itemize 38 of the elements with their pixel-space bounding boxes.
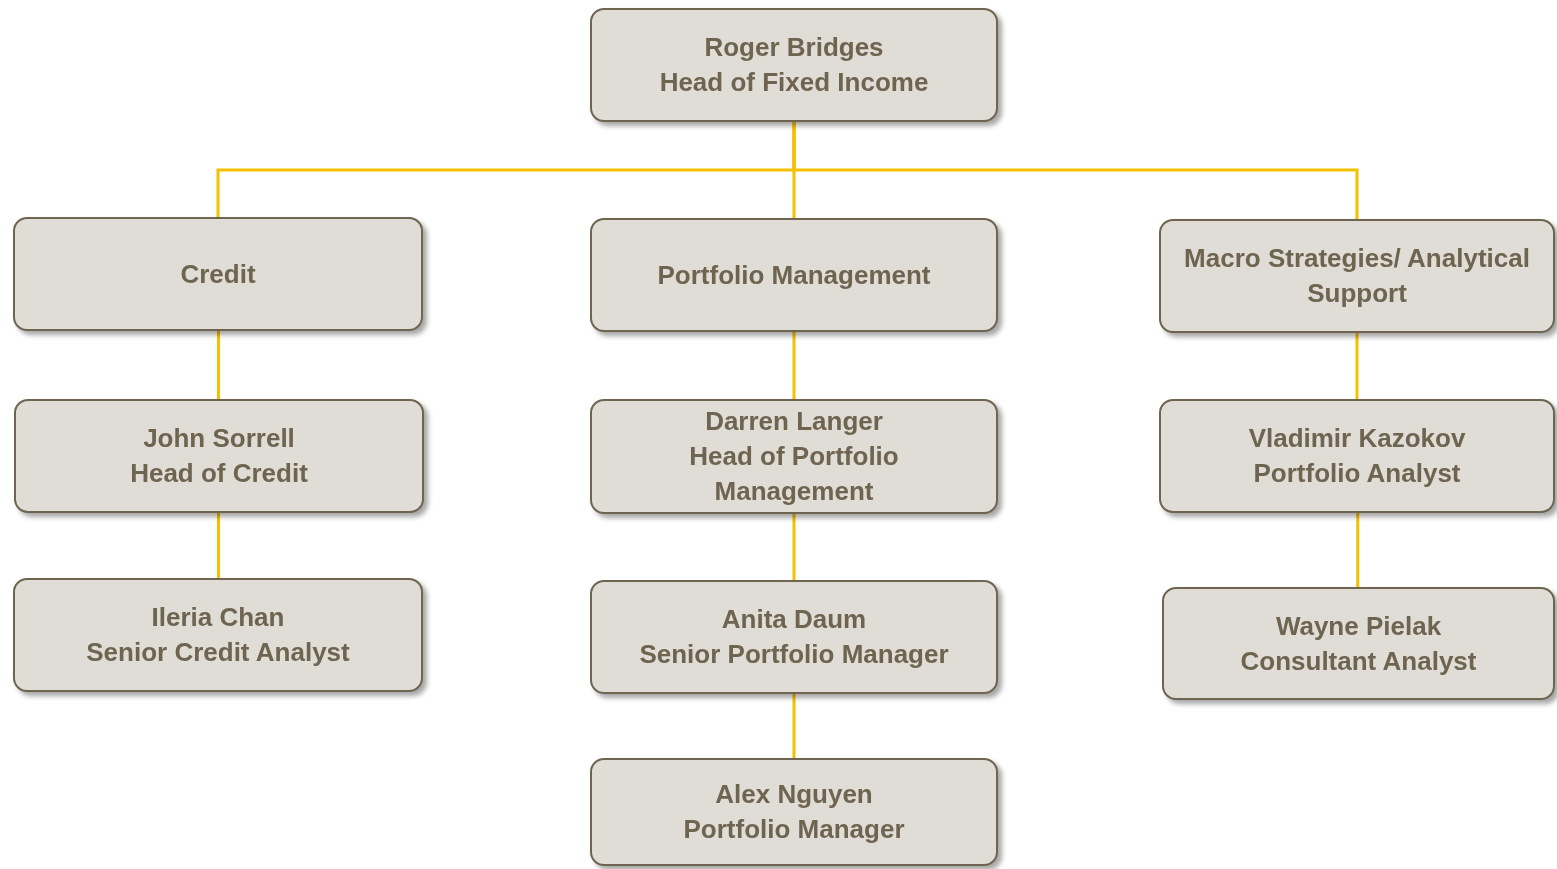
box-heading: Portfolio Management <box>657 258 931 292</box>
box-subtitle: Head of Portfolio Management <box>688 440 900 508</box>
connector-line <box>792 694 796 758</box>
box-heading: John Sorrell <box>143 422 295 455</box>
box-subtitle: Head of Credit <box>130 457 308 490</box>
box-heading: Wayne Pielak <box>1275 609 1442 643</box>
org-box <box>1159 399 1555 513</box>
box-heading: Macro Strategies/ Analytical Support <box>1183 242 1531 310</box>
org-box <box>1159 219 1555 333</box>
org-box <box>14 399 424 513</box>
connector-line <box>217 331 220 399</box>
box-heading: Roger Bridges <box>704 31 884 64</box>
org-box <box>13 578 423 692</box>
box-heading: Credit <box>180 257 256 291</box>
connector-line <box>792 122 1359 219</box>
org-box <box>590 399 998 514</box>
box-subtitle: Consultant Analyst <box>1240 644 1477 678</box>
connector-line <box>792 514 796 580</box>
box-subtitle: Senior Credit Analyst <box>86 636 350 669</box>
box-subtitle: Portfolio Manager <box>683 813 905 846</box>
connector-line <box>217 513 220 578</box>
org-box <box>1162 587 1555 700</box>
org-box <box>590 758 998 866</box>
box-heading: Anita Daum <box>721 603 867 636</box>
box-subtitle: Portfolio Analyst <box>1253 457 1461 490</box>
box-heading: Vladimir Kazokov <box>1248 422 1466 455</box>
box-heading: Ileria Chan <box>151 601 285 634</box>
box-heading: Darren Langer <box>705 405 883 438</box>
org-box <box>590 580 998 694</box>
connector-line <box>1355 333 1359 399</box>
box-subtitle: Head of Fixed Income <box>659 66 929 99</box>
connector-line <box>792 332 796 399</box>
box-subtitle: Senior Portfolio Manager <box>639 638 949 671</box>
org-box <box>590 8 998 122</box>
org-box <box>590 218 998 332</box>
box-heading: Alex Nguyen <box>715 778 873 811</box>
connector-line <box>1356 513 1360 587</box>
org-box <box>13 217 423 331</box>
